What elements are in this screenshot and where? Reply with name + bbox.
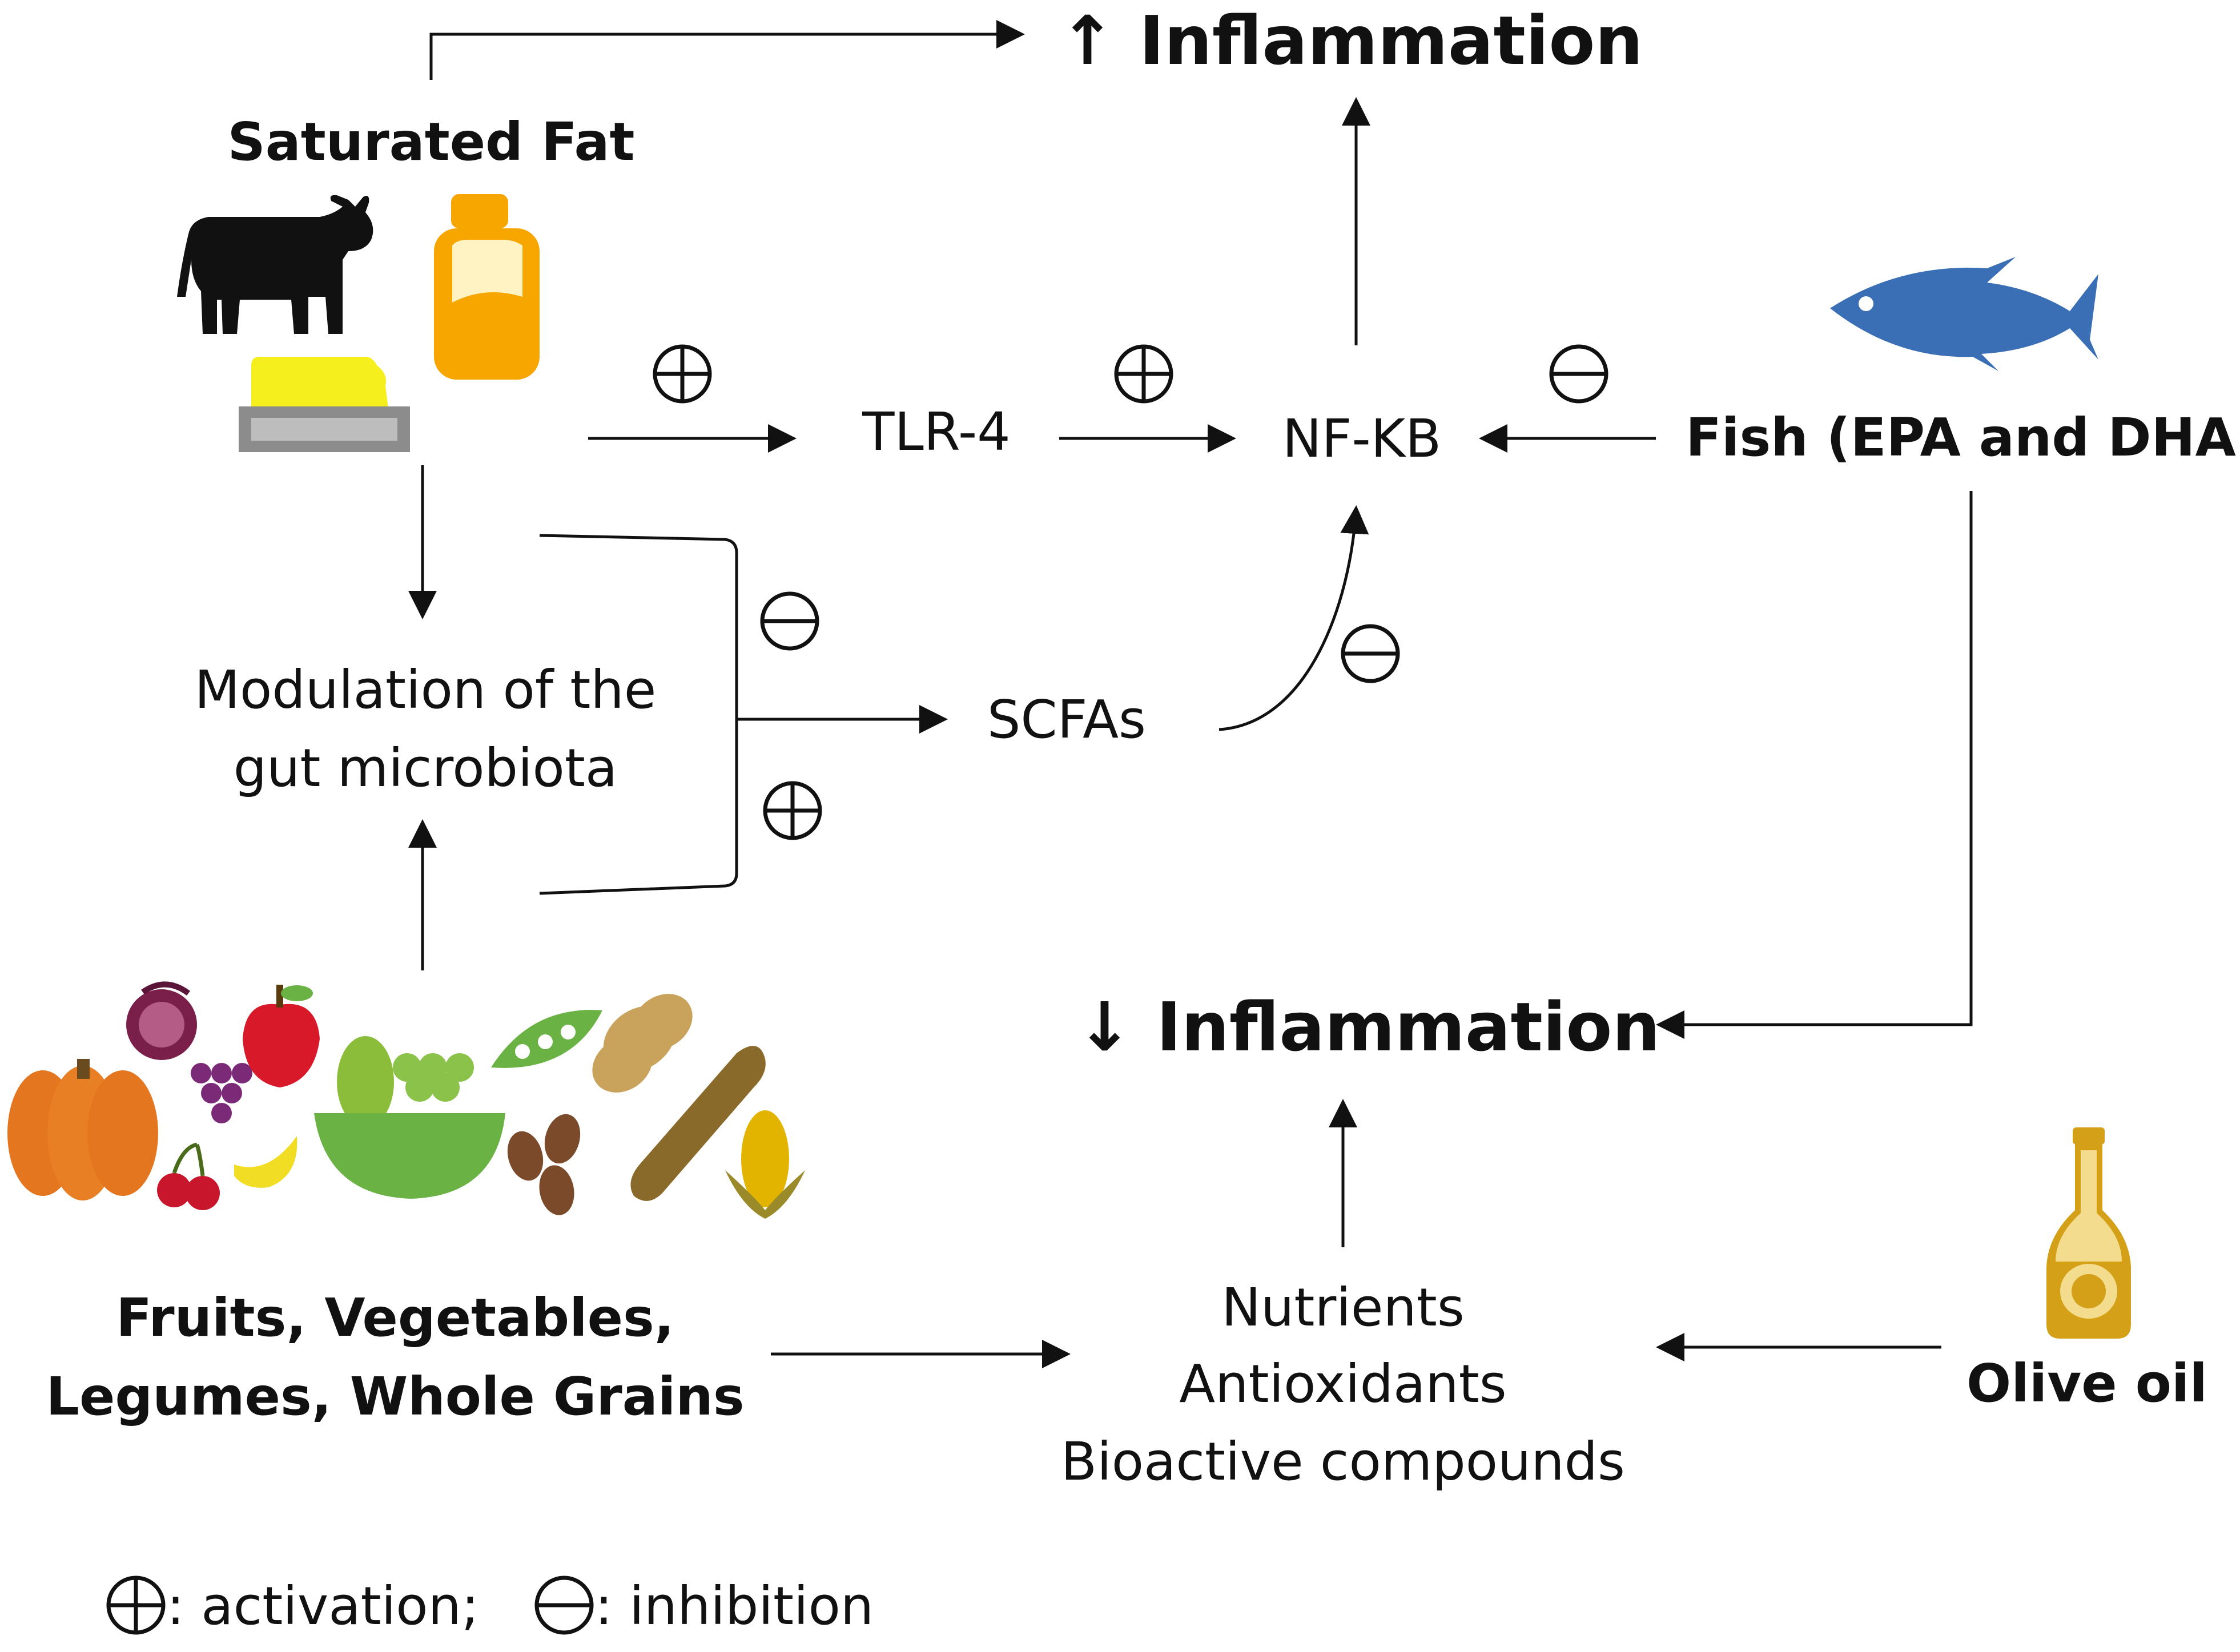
legend-inhibition-text: : inhibition (595, 1576, 874, 1637)
inhibition-symbol-gut-scfas (760, 591, 819, 651)
tlr4-label: TLR-4 (862, 401, 1010, 462)
nfkb-label: NF-KB (1282, 408, 1441, 469)
legend: : activation; : inhibition (106, 1576, 874, 1637)
activation-symbol-tlr4-nfkb (1114, 344, 1173, 404)
arrow-fish-to-inflammation-down (1656, 491, 1973, 1039)
inhibition-symbol-scfas-nfkb (1341, 624, 1400, 683)
milk-jar-icon (434, 194, 540, 380)
antioxidants-label: Antioxidants (1179, 1353, 1506, 1415)
cow-icon (177, 195, 373, 334)
fruits-vegetables-icon (7, 981, 805, 1219)
nutrients-label: Nutrients (1221, 1277, 1465, 1338)
fish-label: Fish (EPA and DHA) (1686, 407, 2240, 468)
fish-icon (1830, 257, 2098, 371)
olive-oil-label: Olive oil (1966, 1353, 2207, 1414)
activation-symbol-gut-scfas (763, 781, 822, 840)
activation-symbol-satfat-tlr4 (653, 344, 712, 404)
bioactive-compounds-label: Bioactive compounds (1061, 1431, 1625, 1492)
inhibition-symbol-fish-nfkb (1549, 344, 1608, 404)
saturated-fat-label: Saturated Fat (227, 111, 634, 172)
legend-activation-symbol (106, 1576, 166, 1635)
fruits-label-line2: Legumes, Whole Grains (46, 1366, 744, 1427)
scfas-label: SCFAs (987, 689, 1146, 750)
arrow-satfat-to-inflammation (429, 20, 1025, 80)
butter-icon (239, 357, 410, 452)
gut-bracket (539, 534, 738, 895)
inflammation-down-label: ↓ Inflammation (1076, 988, 1660, 1066)
fruits-label-line1: Fruits, Vegetables, (116, 1287, 674, 1348)
legend-inhibition-symbol (534, 1576, 594, 1635)
gut-microbiota-label-line1: Modulation of the (195, 659, 657, 720)
gut-microbiota-label-line2: gut microbiota (234, 738, 618, 799)
arrow-scfas-to-nfkb (1218, 505, 1369, 731)
olive-oil-bottle-icon (2046, 1127, 2131, 1339)
inflammation-up-label: ↑ Inflammation (1059, 1, 1643, 80)
legend-activation-text: : activation; (167, 1576, 479, 1637)
